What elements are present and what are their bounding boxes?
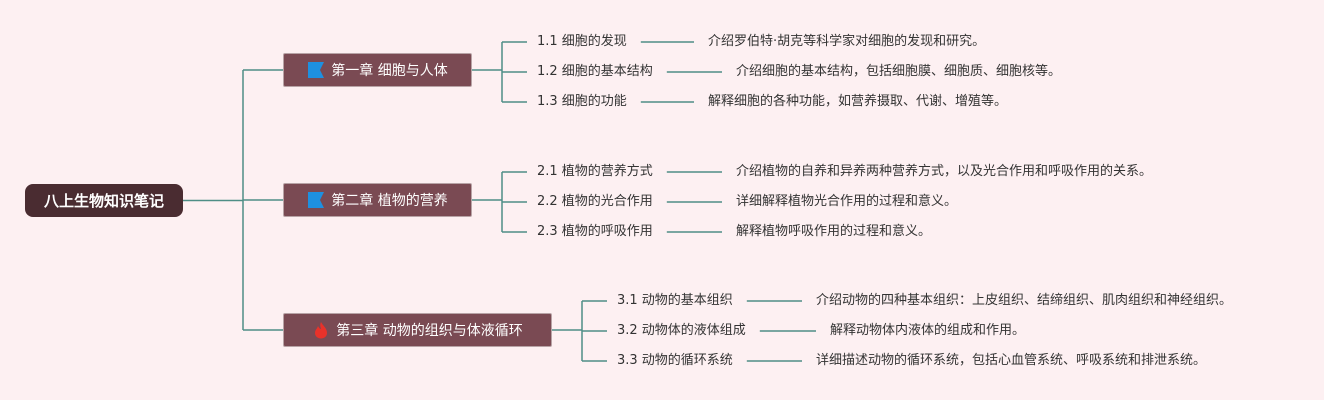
section-desc-2-3: 解释植物呼吸作用的过程和意义。 (736, 224, 932, 239)
section-desc-1-1: 介绍罗伯特·胡克等科学家对细胞的发现和研究。 (708, 34, 986, 49)
section-item-1-2[interactable]: 1.2 细胞的基本结构 (537, 64, 653, 79)
section-desc-2-2: 详细解释植物光合作用的过程和意义。 (736, 194, 958, 209)
chapter-node-2[interactable]: 第二章 植物的营养 (283, 183, 472, 217)
chapter-node-3[interactable]: 第三章 动物的组织与体液循环 (283, 313, 552, 347)
section-desc-1-3: 解释细胞的各种功能，如营养摄取、代谢、增殖等。 (708, 94, 1008, 109)
chapter-node-1[interactable]: 第一章 细胞与人体 (283, 53, 472, 87)
section-item-2-2[interactable]: 2.2 植物的光合作用 (537, 194, 653, 209)
section-item-1-1[interactable]: 1.1 细胞的发现 (537, 34, 627, 49)
section-desc-3-1: 介绍动物的四种基本组织：上皮组织、结缔组织、肌肉组织和神经组织。 (816, 293, 1233, 308)
chapter-1-label: 第一章 细胞与人体 (331, 63, 448, 79)
section-item-1-3[interactable]: 1.3 细胞的功能 (537, 94, 627, 109)
flag-icon (307, 61, 325, 79)
chapter-2-label: 第二章 植物的营养 (331, 193, 448, 209)
root-node-label: 八上生物知识笔记 (43, 192, 164, 210)
section-desc-3-3: 详细描述动物的循环系统，包括心血管系统、呼吸系统和排泄系统。 (816, 353, 1207, 368)
root-node[interactable]: 八上生物知识笔记 (25, 184, 183, 217)
section-desc-2-1: 介绍植物的自养和异养两种营养方式，以及光合作用和呼吸作用的关系。 (736, 164, 1153, 179)
section-item-3-1[interactable]: 3.1 动物的基本组织 (617, 293, 733, 308)
chapter-3-label: 第三章 动物的组织与体液循环 (336, 323, 523, 339)
section-item-2-3[interactable]: 2.3 植物的呼吸作用 (537, 224, 653, 239)
fire-icon (312, 321, 330, 339)
section-item-3-3[interactable]: 3.3 动物的循环系统 (617, 353, 733, 368)
flag-icon (307, 191, 325, 209)
section-item-3-2[interactable]: 3.2 动物体的液体组成 (617, 323, 746, 338)
section-desc-1-2: 介绍细胞的基本结构，包括细胞膜、细胞质、细胞核等。 (736, 64, 1062, 79)
section-desc-3-2: 解释动物体内液体的组成和作用。 (830, 323, 1026, 338)
section-item-2-1[interactable]: 2.1 植物的营养方式 (537, 164, 653, 179)
